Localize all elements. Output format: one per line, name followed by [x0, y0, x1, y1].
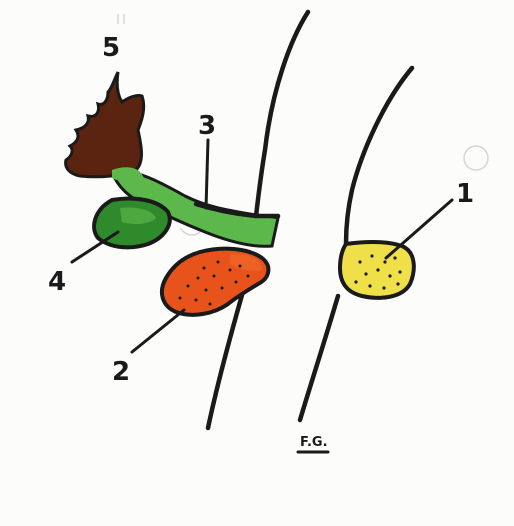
label-3: 3 [198, 111, 216, 141]
leader-line-3 [206, 140, 208, 208]
label-4: 4 [48, 267, 66, 297]
right-wall-upper [346, 68, 412, 244]
brown-branches [66, 72, 144, 177]
orange-structure [162, 249, 268, 315]
leader-line-2 [132, 310, 184, 352]
leader-line-1 [386, 200, 452, 258]
label-5: 5 [102, 33, 120, 63]
signature: F.G. [300, 435, 328, 450]
label-2: 2 [112, 357, 130, 387]
left-wall-upper [256, 12, 308, 216]
yellow-structure [340, 242, 414, 298]
label-1: 1 [456, 179, 474, 209]
right-wall-lower [300, 296, 338, 420]
